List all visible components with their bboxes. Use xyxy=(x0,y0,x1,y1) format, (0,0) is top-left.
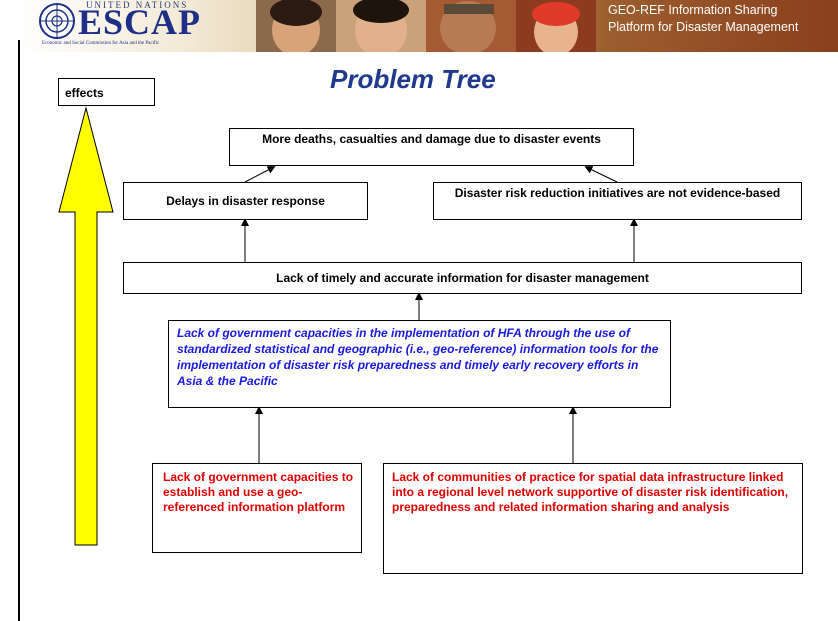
un-emblem-icon xyxy=(39,3,75,39)
effect-delays-box: Delays in disaster response xyxy=(123,182,368,220)
logo-subline: Economic and Social Commission for Asia … xyxy=(42,41,160,46)
escap-logo: UNITED NATIONS ESCAP Economic and Social… xyxy=(38,0,228,48)
core-problem-box: Lack of government capacities in the imp… xyxy=(168,320,671,408)
header-banner: UNITED NATIONS ESCAP Economic and Social… xyxy=(18,0,838,52)
effect-drr-box: Disaster risk reduction initiatives are … xyxy=(433,182,802,220)
cause-communities-of-practice-box: Lack of communities of practice for spat… xyxy=(383,463,803,574)
cause-government-capacities-box: Lack of government capacities to establi… xyxy=(152,463,362,553)
effects-label-box: effects xyxy=(58,78,155,106)
connector-delays-to-top xyxy=(244,166,276,183)
problem-lack-of-information-box: Lack of timely and accurate information … xyxy=(123,262,802,294)
header-title-line2: Platform for Disaster Management xyxy=(608,20,799,34)
children-photo xyxy=(256,0,596,52)
slide-left-border xyxy=(18,40,20,621)
problem-top-effect: More deaths, casualties and damage due t… xyxy=(229,128,634,166)
slide-title: Problem Tree xyxy=(330,64,496,94)
header-title: GEO-REF Information Sharing Platform for… xyxy=(608,2,838,36)
header-title-line1: GEO-REF Information Sharing xyxy=(608,3,778,17)
logo-org-line: UNITED NATIONS xyxy=(86,0,189,10)
logo-name: ESCAP xyxy=(78,2,202,42)
connector-drr-to-top xyxy=(584,166,618,183)
effects-up-arrow-icon xyxy=(58,106,114,546)
